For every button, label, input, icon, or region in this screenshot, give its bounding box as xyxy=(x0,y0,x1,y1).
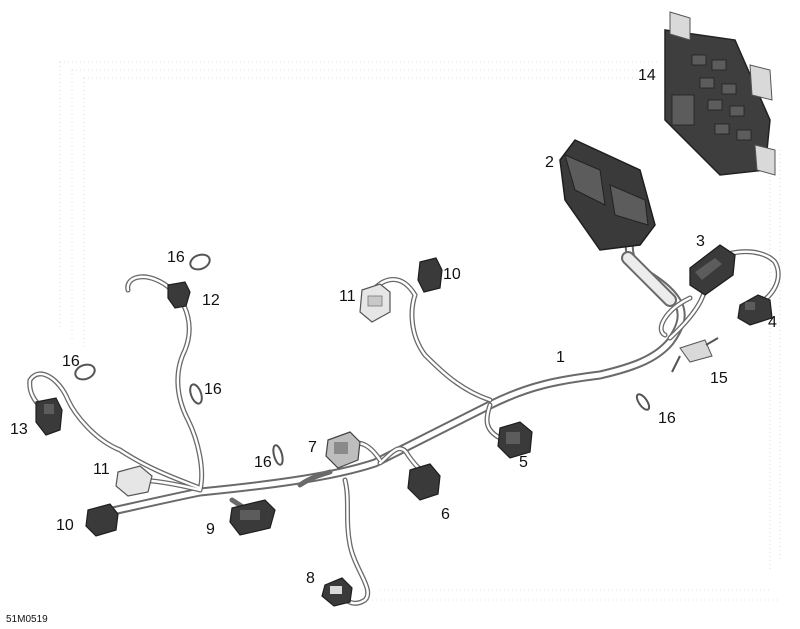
connector-6 xyxy=(407,463,441,501)
callout-13: 13 xyxy=(10,421,28,438)
callout-1: 1 xyxy=(556,349,565,366)
connector-7 xyxy=(325,431,361,469)
callout-10-lower: 10 xyxy=(56,517,74,534)
cable-ties-16 xyxy=(74,253,651,466)
callout-3: 3 xyxy=(696,233,705,250)
callout-11-lower: 11 xyxy=(93,461,110,478)
callout-14: 14 xyxy=(638,67,656,84)
callout-2: 2 xyxy=(545,154,554,171)
callout-15: 15 xyxy=(710,370,728,387)
callout-10-upper: 10 xyxy=(443,266,461,283)
module-14 xyxy=(664,11,776,176)
components xyxy=(35,11,776,607)
connector-2 xyxy=(559,139,656,251)
connector-11-lower xyxy=(115,465,153,497)
connector-10-lower xyxy=(85,503,119,537)
callout-16-d: 16 xyxy=(254,454,272,471)
callout-7: 7 xyxy=(308,439,317,456)
callout-5: 5 xyxy=(519,454,528,471)
callout-16-e: 16 xyxy=(658,410,676,427)
connector-12 xyxy=(167,281,191,309)
connector-3 xyxy=(689,244,736,296)
callout-16-b: 16 xyxy=(62,353,80,370)
background-frame-lines xyxy=(59,61,781,601)
callout-8: 8 xyxy=(306,570,315,587)
figure-id: 51M0519 xyxy=(6,614,48,625)
connector-10-upper xyxy=(417,257,443,293)
callout-12: 12 xyxy=(202,292,220,309)
sensor-15 xyxy=(671,337,719,373)
callout-11-upper: 11 xyxy=(339,288,356,305)
connector-13 xyxy=(35,397,63,436)
connector-8 xyxy=(321,577,353,607)
callout-6: 6 xyxy=(441,506,450,523)
callout-16-a: 16 xyxy=(167,249,185,266)
callout-16-c: 16 xyxy=(204,381,222,398)
callout-4: 4 xyxy=(768,314,777,331)
connector-4 xyxy=(737,294,773,326)
connector-5 xyxy=(497,421,533,459)
connector-9 xyxy=(229,499,276,536)
callout-labels: 1 2 3 4 5 6 7 8 9 10 10 11 11 12 13 14 1… xyxy=(10,67,777,587)
harness-wires xyxy=(27,235,781,606)
connector-11-upper xyxy=(359,283,391,323)
callout-9: 9 xyxy=(206,521,215,538)
